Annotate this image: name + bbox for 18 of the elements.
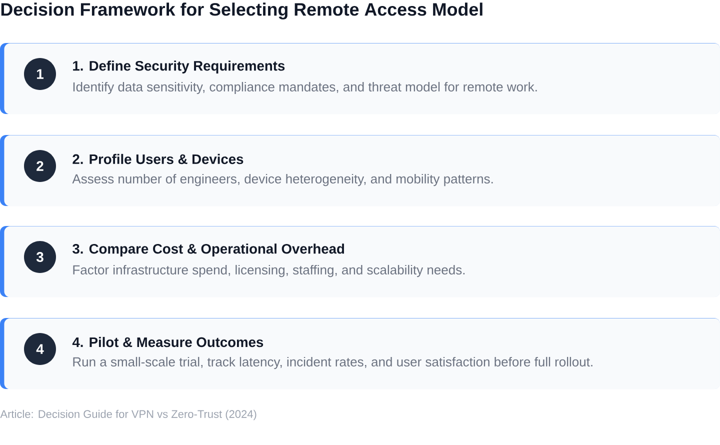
- number-badge: 4: [24, 333, 56, 365]
- step-card: [0, 226, 720, 298]
- number-badge: 3: [24, 241, 56, 273]
- source-note: Article: Decision Guide for VPN vs Zero-Trust (2024): [0, 410, 256, 420]
- step-description: Identify data sensitivity, compliance mandates, and threat model for remote work.: [73, 82, 537, 94]
- step-heading: 1. Define Security Requirements: [73, 60, 285, 74]
- step-description: Run a small-scale trial, track latency, incident rates, and user satisfaction before full rollout.: [73, 356, 592, 370]
- step-description: Assess number of engineers, device heterogeneity, and mobility patterns.: [72, 174, 493, 186]
- title: Decision Framework for Selecting Remote Access Model: [1, 2, 482, 20]
- step-card: [0, 318, 720, 390]
- number-badge: 1: [24, 58, 56, 90]
- step-card: [0, 43, 720, 114]
- step-heading: 3. Compare Cost & Operational Overhead: [72, 244, 344, 256]
- step-description: Factor infrastructure spend, licensing, staffing, and scalability needs.: [73, 264, 465, 278]
- step-heading: 4. Pilot & Measure Outcomes: [72, 336, 264, 348]
- step-heading: 2. Profile Users & Devices: [72, 154, 244, 164]
- step-card: [0, 135, 720, 206]
- number-badge: 2: [24, 150, 56, 182]
